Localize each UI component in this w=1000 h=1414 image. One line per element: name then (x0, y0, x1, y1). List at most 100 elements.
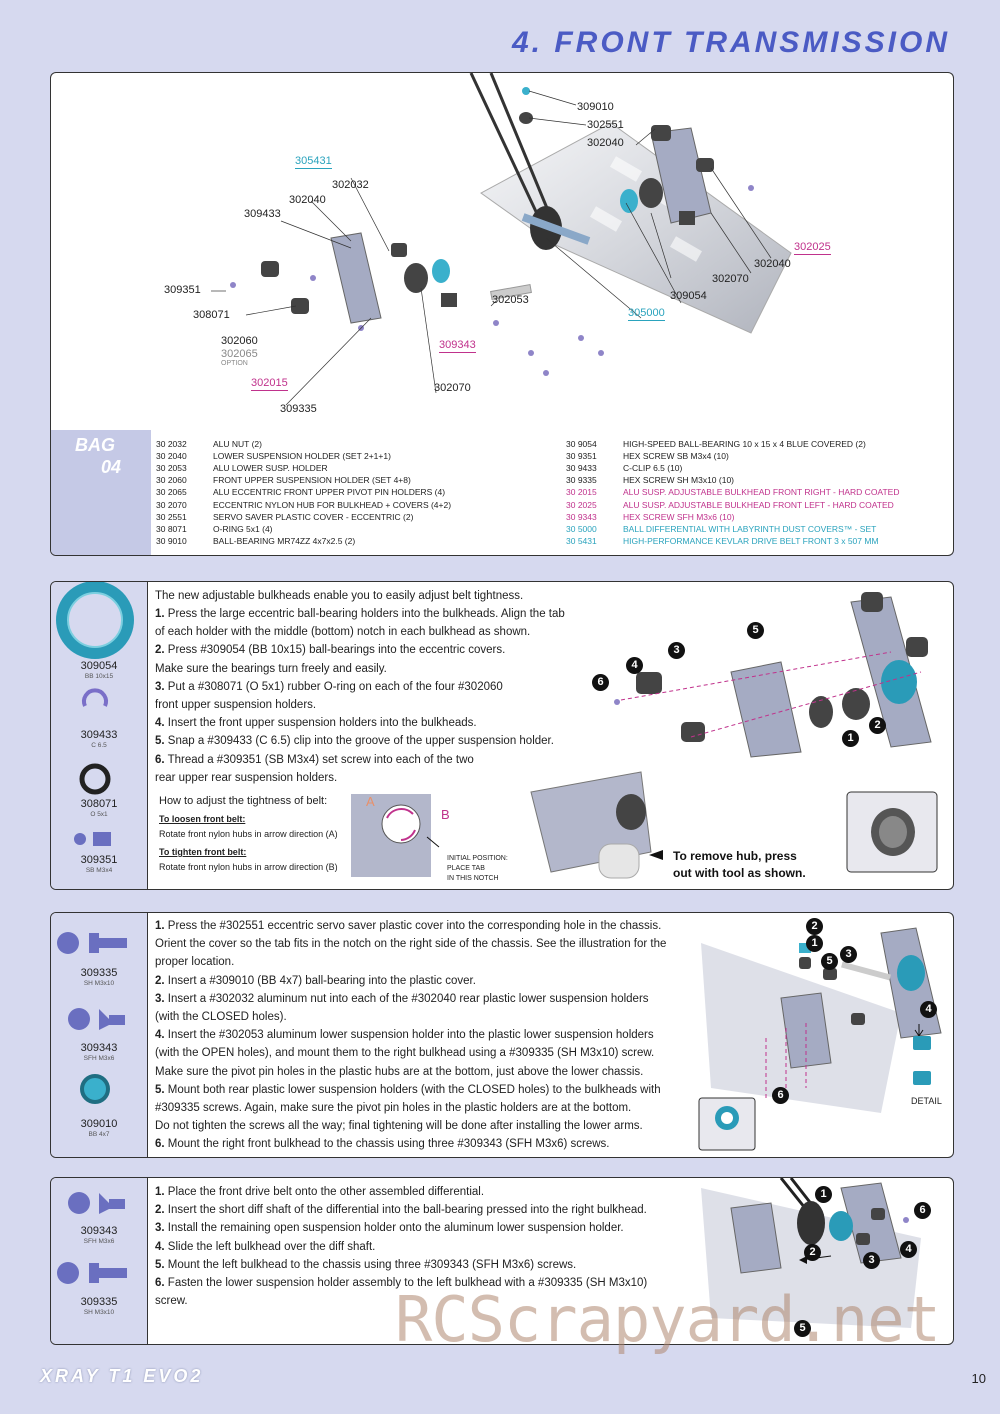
label-302040-b: 302040 (289, 194, 326, 206)
instruction-line: 1. Press the large eccentric ball-bearin… (155, 605, 565, 623)
callout-6: 6 (592, 674, 609, 691)
part-desc: HEX SCREW SB M3x4 (10) (623, 451, 729, 462)
label-302053: 302053 (492, 294, 529, 306)
callout-6: 6 (914, 1202, 931, 1219)
step-number: 6. (155, 1138, 165, 1151)
bag-label: BAG 04 (51, 430, 151, 555)
step-text: front upper suspension holders. (155, 699, 317, 712)
callout-2: 2 (804, 1244, 821, 1261)
instruction-line: (with the OPEN holes), and mount them to… (155, 1044, 666, 1062)
label-302025: 302025 (794, 241, 831, 255)
screw-side-icon (89, 933, 99, 953)
instruction-line: Make sure the bearings turn freely and e… (155, 660, 565, 678)
instruction-line: 3. Insert a #302032 aluminum nut into ea… (155, 990, 666, 1008)
part-desc: ECCENTRIC NYLON HUB FOR BULKHEAD + COVER… (213, 499, 452, 510)
label-302060: 302060 (221, 335, 258, 347)
instruction-line: Do not tighten the screws all the way; f… (155, 1117, 666, 1135)
instruction-line: 5. Snap a #309433 (C 6.5) clip into the … (155, 732, 565, 750)
part-code: 30 2040 (156, 451, 187, 462)
chassis-plate-2 (701, 943, 901, 1113)
step-text: Insert the front upper suspension holder… (164, 717, 477, 730)
instruction-line: #309335 screws. Again, make sure the piv… (155, 1099, 666, 1117)
label-302065: 302065 (221, 348, 258, 360)
part-code: 30 2053 (156, 463, 187, 474)
step-text: Mount the left bulkhead to the chassis u… (164, 1258, 577, 1271)
chassis-plate (480, 122, 792, 334)
tighten-text: Rotate front nylon hubs in arrow directi… (159, 862, 338, 872)
step-number: 4. (155, 717, 165, 730)
callout-5: 5 (794, 1320, 811, 1337)
instruction-line: (with the CLOSED holes). (155, 1008, 666, 1026)
icon-sub: SFH M3x6 (83, 1055, 115, 1062)
icon-sub: BB 10x15 (84, 673, 114, 680)
part-code: 30 9054 (566, 439, 597, 449)
label-option: OPTION (221, 360, 248, 367)
instruction-line: 4. Slide the left bulkhead over the diff… (155, 1238, 647, 1256)
icon-code: 309351 (80, 854, 118, 866)
step-number: 1. (155, 920, 165, 932)
label-309054: 309054 (670, 290, 707, 302)
countersunk-head-icon (68, 1192, 90, 1214)
instruction-line: 3. Put a #308071 (O 5x1) rubber O-ring o… (155, 678, 565, 696)
bulkhead-assembly (730, 661, 802, 758)
step-number: 3. (155, 680, 165, 693)
part-code: 30 8071 (156, 523, 187, 534)
left-bulkhead (330, 232, 382, 324)
icon-code: 309343 (80, 1042, 118, 1054)
remove-hub-line-1: To remove hub, press (673, 849, 797, 863)
callout-3: 3 (863, 1252, 880, 1269)
parts-sidebar-1: 309054 BB 10x15 309433 C 6.5 308071 O 5x… (51, 582, 148, 889)
part-desc: LOWER SUSPENSION HOLDER (SET 2+1+1) (213, 451, 391, 462)
icon-code: 309010 (80, 1118, 118, 1130)
init-line-1: INITIAL POSITION: (447, 855, 508, 862)
callout-1: 1 (806, 935, 823, 952)
icon-sub: O 5x1 (90, 811, 108, 818)
instruction-line: 2. Press #309054 (BB 10x15) ball-bearing… (155, 641, 565, 659)
instruction-line: 1. Place the front drive belt onto the o… (155, 1183, 647, 1201)
countersunk-head-icon (68, 1008, 90, 1030)
countersunk-side-icon (99, 1193, 109, 1214)
oring-icon (79, 763, 111, 795)
instruction-line: proper location. (155, 953, 666, 971)
step-number: 1. (155, 608, 165, 620)
part-desc: HIGH-PERFORMANCE KEVLAR DRIVE BELT FRONT… (623, 535, 879, 546)
step-number: 2. (155, 974, 165, 987)
step-text: (with the CLOSED holes). (155, 1011, 287, 1024)
instruction-line: rear upper rear suspension holders. (155, 769, 565, 787)
step-1-intro: The new adjustable bulkheads enable you … (155, 590, 524, 602)
instruction-line: 5. Mount the left bulkhead to the chassi… (155, 1256, 647, 1274)
step-text: Insert the #302053 aluminum lower suspen… (164, 1029, 654, 1042)
exploded-diagram (211, 73, 792, 406)
part-code: 30 5431 (566, 535, 597, 546)
label-302040-a: 302040 (587, 137, 624, 149)
bag-title: BAG (75, 435, 115, 455)
brand-logo: XRAY T1 EVO2 (40, 1366, 204, 1386)
step-text: Make sure the pivot pin holes in the pla… (155, 1065, 644, 1078)
part-code: 30 2065 (156, 487, 187, 498)
instruction-line: 1. Press the #302551 eccentric servo sav… (155, 917, 666, 935)
instruction-line: 6. Thread a #309351 (SB M3x4) set screw … (155, 751, 565, 769)
step-number: 1. (155, 1186, 165, 1198)
part-code: 30 9010 (156, 535, 187, 546)
callout-2: 2 (806, 918, 823, 935)
icon-sub: C 6.5 (91, 742, 107, 749)
icon-code: 309335 (80, 967, 118, 979)
bearing-icon (56, 582, 134, 659)
step-text: Press the large eccentric ball-bearing h… (164, 608, 565, 620)
screw-head-icon (57, 932, 79, 954)
icon-sub: SFH M3x6 (83, 1238, 115, 1245)
icon-sub: SH M3x10 (83, 1309, 115, 1316)
part-row: 30 5431 HIGH-PERFORMANCE KEVLAR DRIVE BEL… (566, 536, 946, 548)
label-b: B (441, 807, 450, 822)
part-code: 30 9433 (566, 463, 597, 474)
step-panel-1: 309054 BB 10x15 309433 C 6.5 308071 O 5x… (50, 581, 954, 890)
part-desc: HEX SCREW SH M3x10 (10) (623, 475, 734, 486)
instruction-line: front upper suspension holders. (155, 696, 565, 714)
